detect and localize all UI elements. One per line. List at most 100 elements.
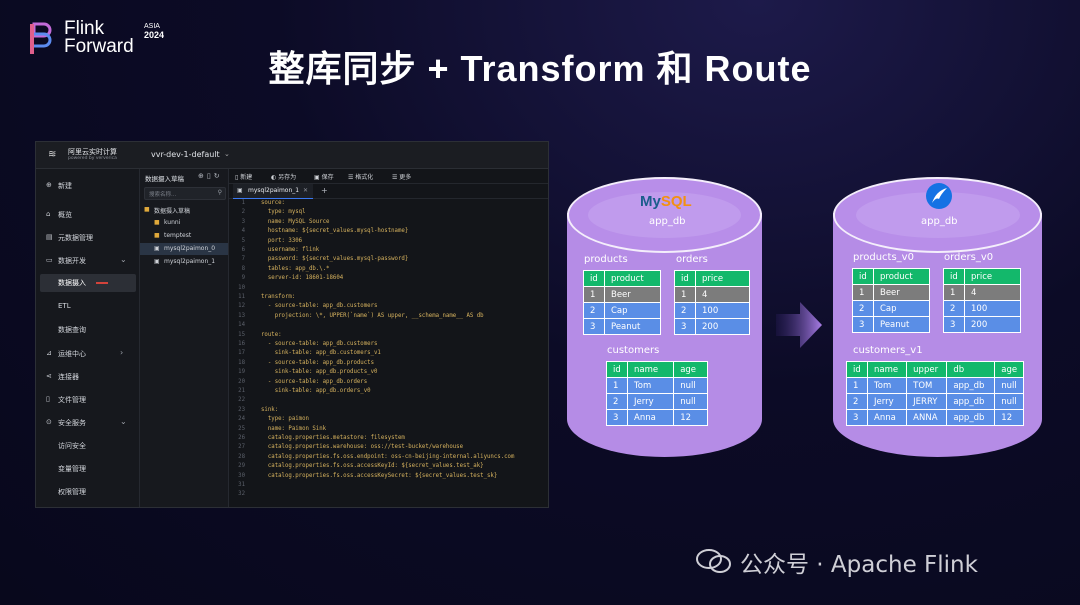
nav-new[interactable]: ⊕新建 (46, 181, 72, 190)
code-line: transform: (261, 294, 296, 300)
line-number: 20 (238, 378, 245, 385)
line-number: 19 (238, 369, 245, 376)
line-number: 6 (241, 247, 245, 253)
draft-search-input[interactable]: 搜索名称... ⚲ (144, 187, 226, 200)
code-line: catalog.properties.fs.oss.endpoint: oss-… (261, 453, 515, 460)
dev-icon: ▭ (46, 256, 53, 264)
code-line: type: paimon (261, 416, 309, 423)
nav-access-security[interactable]: 访问安全 (58, 442, 86, 450)
nav-ops-center[interactable]: ⊿运维中心› (46, 348, 124, 358)
target-customers-label: customers_v1 (853, 345, 923, 356)
toolbar-save-button[interactable]: ▣ 保存 (314, 174, 334, 181)
file-icon: ▣ (237, 187, 243, 194)
code-line: catalog.properties.fs.oss.accessKeySecre… (261, 472, 498, 479)
code-line: sink: (261, 406, 279, 413)
toolbar-save-as-button[interactable]: ◐ 另存为 (271, 174, 297, 181)
code-line: - source-table: app_db.customers (261, 303, 378, 310)
source-orders-label: orders (676, 254, 708, 265)
flink-forward-logo-icon (30, 22, 52, 54)
line-number: 13 (238, 312, 245, 319)
line-number: 8 (241, 265, 245, 272)
toolbar-format-button[interactable]: ☰ 格式化 (348, 174, 374, 181)
line-number: 32 (238, 491, 245, 498)
tree-item[interactable]: ■kunni (154, 219, 181, 226)
nav-security[interactable]: ⊙安全服务⌄ (46, 417, 127, 427)
annotation-mark (96, 282, 108, 284)
tree-item[interactable]: ■temptest (154, 232, 192, 239)
nav-metadata[interactable]: ▤元数据管理 (46, 233, 93, 242)
code-line: projection: \*, UPPER(`name`) AS upper, … (261, 312, 484, 319)
file-icon: ▣ (154, 258, 160, 265)
nav-data-dev[interactable]: ▭数据开发⌄ (46, 255, 127, 265)
folder-icon: ■ (154, 232, 160, 239)
chevron-down-icon[interactable]: ⌄ (224, 150, 230, 158)
workspace-selector[interactable]: vvr-dev-1-default (151, 150, 220, 159)
folder-icon: ■ (154, 219, 160, 226)
editor-toolbar: ▯ 新建 ◐ 另存为 ▣ 保存 ☰ 格式化 ☰ 更多 (229, 169, 548, 184)
draft-panel-tools[interactable]: ⊕▯↻ (198, 172, 223, 180)
nav-permissions[interactable]: 权限管理 (58, 488, 86, 496)
logo-wordmark: Flink Forward (64, 18, 134, 57)
line-number: 22 (238, 397, 245, 404)
tree-item[interactable]: ■数据摄入草稿 (144, 206, 191, 215)
left-navigation: ⊕新建 ⌂概览 ▤元数据管理 ▭数据开发⌄ 数据摄入 ETL 数据查询 ⊿运维中… (36, 169, 140, 507)
line-number: 5 (241, 237, 245, 244)
nav-files[interactable]: ▯文件管理 (46, 395, 86, 404)
nav-data-ingestion[interactable]: 数据摄入 (40, 274, 136, 292)
line-number: 24 (238, 416, 245, 423)
code-line: username: flink (261, 247, 320, 253)
editor-tabs: ▣ mysql2paimon_1 ✕ + (229, 184, 548, 199)
tree-item[interactable]: ▣mysql2paimon_1 (154, 258, 216, 265)
refresh-icon: ↻ (213, 172, 223, 180)
wechat-icon (696, 549, 731, 573)
line-number: 2 (241, 209, 245, 216)
watermark-text: 公众号 · Apache Flink (740, 552, 978, 578)
aliyun-logo-icon: ≋ (48, 149, 57, 160)
toolbar-new-button[interactable]: ▯ 新建 (235, 174, 253, 181)
line-number: 18 (238, 359, 245, 366)
line-number: 23 (238, 406, 245, 413)
target-db-name: app_db (921, 216, 958, 227)
close-icon[interactable]: ✕ (303, 187, 309, 194)
line-number: 27 (238, 444, 245, 451)
line-number: 12 (238, 303, 245, 310)
nav-data-query[interactable]: 数据查询 (58, 326, 86, 334)
search-icon: ⚲ (217, 189, 222, 196)
line-number: 16 (238, 341, 245, 347)
editor-tab[interactable]: ▣ mysql2paimon_1 ✕ (233, 184, 313, 199)
code-line: sink-table: app_db.customers_v1 (261, 350, 381, 357)
line-number: 11 (238, 294, 245, 300)
delete-icon: ▯ (206, 172, 214, 180)
console-window: ≋ 阿里云实时计算 powered by ververica vvr-dev-1… (35, 141, 549, 508)
toolbar-more-button[interactable]: ☰ 更多 (392, 174, 412, 181)
code-line: catalog.properties.metastore: filesystem (261, 435, 405, 441)
source-products-label: products (584, 254, 628, 265)
nav-variables[interactable]: 变量管理 (58, 465, 86, 473)
code-line: password: ${secret_values.mysql-password… (261, 256, 409, 263)
console-topbar: ≋ 阿里云实时计算 powered by ververica vvr-dev-1… (36, 142, 548, 169)
code-line: name: MySQL Source (261, 218, 330, 225)
code-line: type: mysql (261, 209, 306, 216)
code-line: catalog.properties.warehouse: oss://test… (261, 444, 464, 451)
line-number: 3 (241, 218, 245, 225)
code-line: route: (261, 331, 282, 338)
line-number: 9 (241, 275, 245, 282)
add-tab-icon[interactable]: + (321, 186, 328, 195)
tree-item-selected[interactable]: ▣mysql2paimon_0 (140, 243, 228, 255)
code-line: sink-table: app_db.orders_v0 (261, 388, 371, 394)
line-number: 29 (238, 463, 245, 470)
line-number: 21 (238, 388, 245, 394)
nav-overview[interactable]: ⌂概览 (46, 210, 72, 219)
line-number: 1 (241, 200, 245, 206)
security-icon: ⊙ (46, 418, 52, 426)
connector-icon: ⋖ (46, 372, 52, 380)
nav-etl[interactable]: ETL (58, 302, 71, 310)
code-line: - source-table: app_db.products (261, 359, 374, 366)
home-icon: ⌂ (46, 210, 51, 218)
chevron-down-icon: ⌄ (120, 255, 127, 264)
line-number: 7 (241, 256, 245, 263)
nav-connectors[interactable]: ⋖连接器 (46, 372, 79, 381)
